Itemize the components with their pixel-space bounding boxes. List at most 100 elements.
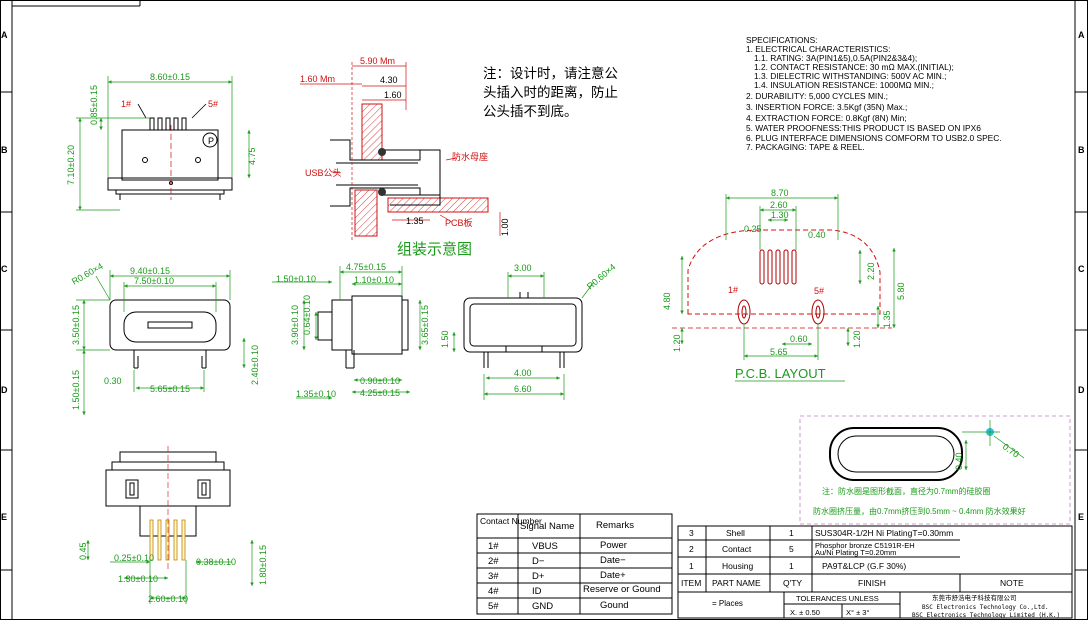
- dim-label: 1.20: [672, 334, 682, 352]
- pin-label: 1#: [728, 285, 738, 295]
- table-cell: Shell: [726, 528, 745, 538]
- row-label: B: [1, 145, 8, 155]
- dim-label: 2.40±0.10: [250, 345, 260, 385]
- company-name-hk: BSC Electronics Technology Limited (H.K.…: [912, 612, 1060, 619]
- dim-label: 4.75: [247, 147, 257, 165]
- dim-label: 2.20: [866, 262, 876, 280]
- table-header: FINISH: [858, 578, 886, 588]
- svg-text:4. EXTRACTION FORCE: 0.8Kgf (8: 4. EXTRACTION FORCE: 0.8Kgf (8N) Min;: [746, 113, 907, 123]
- table-cell: Date+: [600, 570, 626, 581]
- company-name-cn: 东莞市舒浩电子科技有限公司: [932, 593, 1017, 602]
- dim-label: 1.30±0.10: [118, 574, 158, 584]
- dim-label: 1.35: [406, 216, 424, 226]
- dim-label: 1.10±0.10: [354, 275, 394, 285]
- dim-label: 0.38±0.10: [196, 557, 236, 567]
- row-label: A: [1, 30, 8, 40]
- table-cell: ID: [532, 586, 542, 597]
- row-label: C: [1, 264, 8, 274]
- dim-label: 0.40: [954, 452, 964, 470]
- row-label: D: [1, 385, 8, 395]
- dim-label: 3.00: [514, 263, 532, 273]
- svg-text:注：设计时，请注意公: 注：设计时，请注意公: [483, 65, 618, 81]
- dim-label: 1.35: [882, 310, 892, 328]
- dim-label: 0.45: [78, 542, 88, 560]
- usb-plug-label: USB公头: [305, 168, 342, 178]
- table-cell: SUS304R-1/2H Ni PlatingT=0.30mm: [815, 528, 953, 538]
- pin-label: 1#: [121, 99, 131, 109]
- dim-label: 4.00: [514, 368, 532, 378]
- dim-label: 7.50±0.10: [134, 276, 174, 286]
- table-cell: 1#: [488, 541, 499, 552]
- row-label: A: [1078, 30, 1085, 40]
- dim-label: 1.80±0.15: [258, 545, 268, 585]
- dim-label: 5.90 Mm: [360, 56, 395, 66]
- svg-text:公头插不到底。: 公头插不到底。: [483, 104, 578, 119]
- specifications: SPECIFICATIONS: 1. ELECTRICAL CHARACTERI…: [746, 35, 1002, 152]
- table-header: Signal Name: [520, 521, 574, 532]
- svg-text:头插入时的距离，防止: 头插入时的距离，防止: [483, 84, 618, 100]
- svg-text:2. DURABILITY: 5,000 CYCLES MI: 2. DURABILITY: 5,000 CYCLES MIN.;: [746, 91, 888, 101]
- table-cell: 1: [689, 561, 694, 571]
- assembly-diagram: 5.90 Mm 1.60 Mm 4.30 1.60 1.35 1.00 USB公…: [300, 56, 510, 258]
- row-label: D: [1078, 385, 1085, 395]
- dim-label: 3.65±0.15: [420, 305, 430, 345]
- dim-label: 0.60: [790, 334, 808, 344]
- dim-label: 5.65: [770, 347, 788, 357]
- dim-label: 1.50±0.10: [276, 274, 316, 284]
- dim-label: 0.85±0.15: [89, 85, 99, 125]
- table-cell: 5#: [488, 601, 499, 612]
- svg-text:6. PLUG INTERFACE DIMENSIONS C: 6. PLUG INTERFACE DIMENSIONS COMFORM TO …: [746, 133, 1002, 143]
- table-cell: VBUS: [532, 541, 558, 552]
- dim-label: 7.10±0.20: [66, 145, 76, 185]
- svg-text:1. ELECTRICAL CHARACTERISTICS:: 1. ELECTRICAL CHARACTERISTICS:: [746, 44, 890, 54]
- table-cell: D+: [532, 571, 545, 582]
- table-header: NOTE: [1000, 578, 1024, 588]
- dim-label: 1.50: [440, 330, 450, 348]
- tolerance-linear: X. ± 0.50: [790, 608, 820, 617]
- dim-label: R0.60×4: [70, 261, 105, 287]
- dim-label: 2.60±0.10: [148, 594, 188, 604]
- design-note: 注：设计时，请注意公 头插入时的距离，防止 公头插不到底。: [483, 65, 618, 119]
- tolerance-title: TOLERANCES UNLESS: [796, 594, 879, 603]
- table-cell: 4#: [488, 586, 499, 597]
- table-cell: Au/Ni Plating T=0.20mm: [815, 548, 896, 557]
- dim-label: R0.60×4: [585, 262, 618, 292]
- waterproof-receptacle-label: 防水母座: [452, 151, 488, 162]
- dim-label: 0.70: [1001, 441, 1021, 459]
- svg-text:7. PACKAGING: TAPE & REEL.: 7. PACKAGING: TAPE & REEL.: [746, 142, 865, 152]
- table-cell: 1: [789, 528, 794, 538]
- dim-label: 5.65±0.15: [150, 384, 190, 394]
- svg-text:1.2. CONTACT RESISTANCE: 30 mΩ: 1.2. CONTACT RESISTANCE: 30 mΩ MAX.(INIT…: [754, 62, 954, 72]
- pin-label: 5#: [208, 99, 218, 109]
- dim-label: 0.90±0.10: [360, 376, 400, 386]
- pcb-layout: 8.70 2.60 1.30 0.25 0.40 2.20 4.80 5.80 …: [662, 188, 906, 382]
- tolerance-places: = Places: [712, 599, 743, 608]
- row-labels-left: A B C D E: [1, 30, 8, 522]
- pcb-layout-title: P.C.B. LAYOUT: [735, 366, 826, 381]
- svg-text:SPECIFICATIONS:: SPECIFICATIONS:: [746, 35, 818, 45]
- waterproof-note: 防水圈挤压量，由0.7mm挤压到0.5mm ~ 0.4mm 防水效果好: [813, 506, 1026, 516]
- pin-table-rows: 1# VBUS Power 2# D− Date− 3# D+ Date+ 4#…: [488, 540, 661, 612]
- pin-label: 5#: [814, 286, 824, 296]
- dim-label: 0.25: [744, 224, 762, 234]
- dim-label: 0.40: [808, 230, 826, 240]
- pin-table: Contact Number Signal Name Remarks 1# VB…: [476, 513, 673, 615]
- front-view: 9.40±0.15 7.50±0.10 R0.60×4 3.50±0.15 1.…: [70, 261, 260, 415]
- table-cell: 1: [789, 561, 794, 571]
- table-header: PART NAME: [712, 578, 761, 588]
- table-cell: Phosphor bronze C5191R-EH: [815, 541, 915, 550]
- rear-view: 3.00 R0.60×4 1.50 4.00 6.60: [440, 262, 618, 400]
- svg-text:1.1. RATING: 3A(PIN1&5),0.5A(P: 1.1. RATING: 3A(PIN1&5),0.5A(PIN2&3&4);: [754, 53, 917, 63]
- dim-label: 4.25±0.15: [360, 388, 400, 398]
- table-cell: 2: [689, 544, 694, 554]
- row-label: B: [1078, 145, 1085, 155]
- tolerance-angular: X° ± 3°: [846, 608, 869, 617]
- waterproof-detail: 0.70 0.40 注：防水圈是图形截面，直径为0.7mm的硅胶圈 防水圈挤压量…: [799, 415, 1071, 525]
- table-cell: Housing: [722, 561, 753, 571]
- row-label: E: [1078, 512, 1084, 522]
- dim-label: 2.60: [770, 200, 788, 210]
- table-cell: 3#: [488, 571, 499, 582]
- dim-label: 3.50±0.15: [71, 305, 81, 345]
- svg-text:P: P: [208, 136, 214, 146]
- row-labels-right: A B C D E: [1078, 30, 1085, 522]
